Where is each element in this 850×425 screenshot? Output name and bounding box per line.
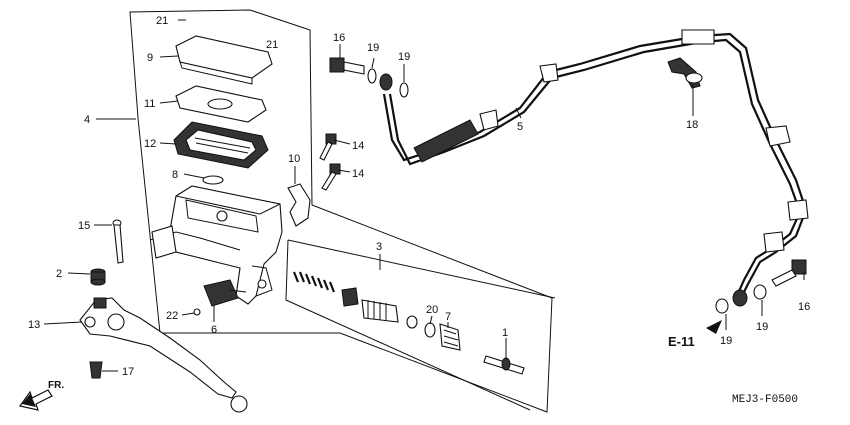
label-14-lower: 14 bbox=[352, 168, 364, 180]
clutch-hose bbox=[382, 29, 809, 301]
circlip-and-boot bbox=[424, 322, 461, 351]
reference-arrow bbox=[706, 320, 722, 334]
label-22: 22 bbox=[166, 310, 178, 322]
label-10: 10 bbox=[288, 153, 300, 165]
leader-lines bbox=[43, 19, 805, 372]
label-2: 2 bbox=[56, 268, 62, 280]
section-reference-label: E-11 bbox=[668, 334, 695, 349]
drawing-code: MEJ3-F0500 bbox=[732, 394, 798, 406]
diaphragm-plate bbox=[175, 85, 267, 123]
label-19-upper-a: 19 bbox=[367, 42, 379, 54]
label-6: 6 bbox=[211, 324, 217, 336]
label-16-lower: 16 bbox=[798, 301, 810, 313]
label-18: 18 bbox=[686, 119, 698, 131]
callout-labels: 21 21 9 11 12 4 8 10 15 3 2 13 22 6 17 2… bbox=[28, 15, 810, 406]
clutch-switch bbox=[193, 279, 247, 316]
pivot-collar bbox=[90, 268, 106, 286]
label-14-upper: 14 bbox=[352, 140, 364, 152]
push-rod bbox=[483, 355, 525, 375]
label-8: 8 bbox=[172, 169, 178, 181]
label-4: 4 bbox=[84, 114, 90, 126]
label-7: 7 bbox=[445, 311, 451, 323]
label-16-upper: 16 bbox=[333, 32, 345, 44]
label-21-upper: 21 bbox=[156, 15, 168, 27]
label-3: 3 bbox=[376, 241, 382, 253]
banjo-fitting-lower bbox=[732, 289, 748, 307]
label-15: 15 bbox=[78, 220, 90, 232]
label-17: 17 bbox=[122, 366, 134, 378]
lever-dust-cap bbox=[89, 361, 103, 379]
banjo-fitting-upper bbox=[379, 73, 393, 91]
label-5: 5 bbox=[517, 121, 523, 133]
label-11: 11 bbox=[144, 98, 155, 110]
label-9: 9 bbox=[147, 52, 153, 64]
label-13: 13 bbox=[28, 319, 40, 331]
float-plate bbox=[202, 175, 224, 185]
master-cylinder-body bbox=[149, 185, 283, 305]
lever-pivot-bolt bbox=[112, 219, 124, 264]
holder-clamp bbox=[287, 183, 311, 227]
label-19-lower-a: 19 bbox=[720, 335, 732, 347]
label-1: 1 bbox=[502, 327, 508, 339]
front-direction-arrow bbox=[18, 389, 53, 411]
reservoir-diaphragm bbox=[173, 121, 269, 169]
sealing-washer-upper-b bbox=[399, 82, 409, 98]
assembly-bracket-outline bbox=[129, 9, 553, 413]
hose-clamp bbox=[667, 57, 703, 89]
mounting-bolt-upper bbox=[319, 133, 337, 161]
piston-spring bbox=[292, 271, 336, 293]
reservoir-cap bbox=[175, 35, 273, 85]
piston-seals bbox=[341, 287, 418, 329]
label-20: 20 bbox=[426, 304, 438, 316]
clutch-lever bbox=[79, 297, 248, 413]
banjo-bolt-lower bbox=[771, 259, 807, 287]
label-12: 12 bbox=[144, 138, 156, 150]
mounting-bolt-lower bbox=[321, 163, 341, 191]
sealing-washer-lower-b bbox=[753, 284, 767, 300]
banjo-bolt-upper bbox=[329, 57, 365, 75]
front-direction-label: FR. bbox=[48, 380, 64, 391]
sealing-washer-lower-a bbox=[715, 298, 729, 314]
label-19-upper-b: 19 bbox=[398, 51, 410, 63]
piston-kit-outline bbox=[285, 239, 556, 411]
label-21-lower: 21 bbox=[266, 39, 278, 51]
sealing-washer-upper-a bbox=[367, 68, 377, 84]
label-19-lower-b: 19 bbox=[756, 321, 768, 333]
